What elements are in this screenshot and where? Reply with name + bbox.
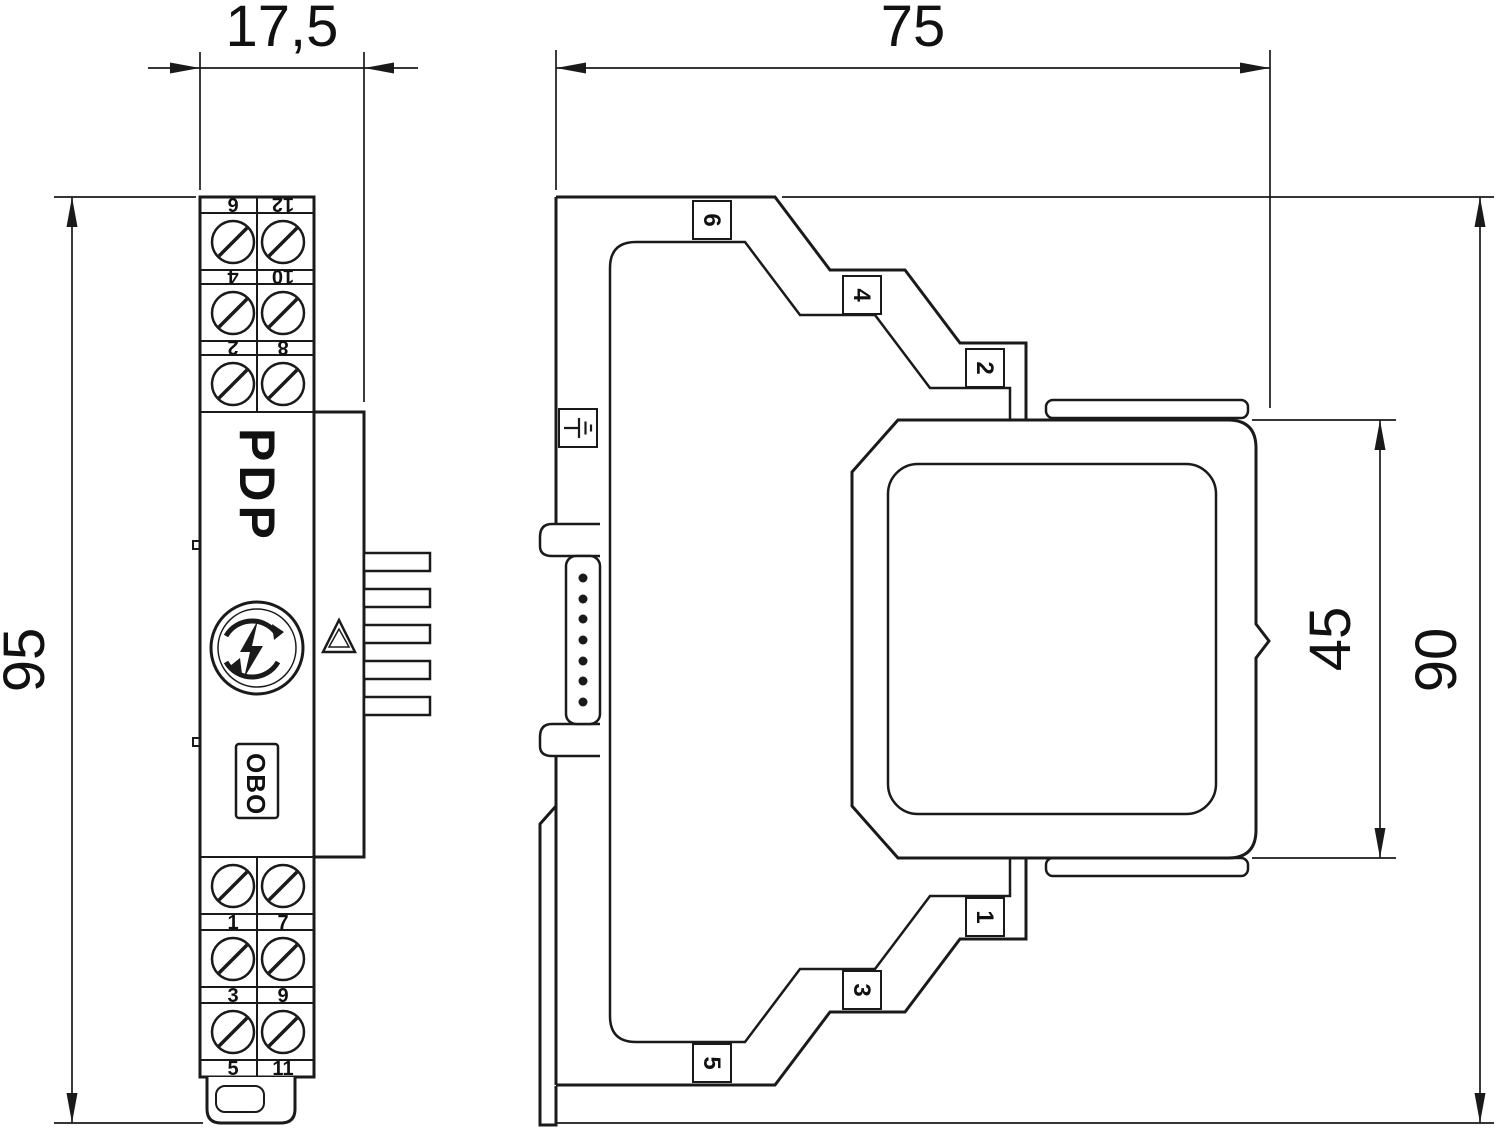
- arrowhead-icon: [1374, 420, 1386, 450]
- mounting-foot: [205, 1077, 297, 1125]
- dimension-side-width: 75: [555, 0, 1271, 408]
- arrowhead-icon: [1240, 62, 1270, 74]
- arrowhead-icon: [364, 62, 394, 74]
- terminal-screw-icon: [260, 936, 306, 982]
- terminal-label: 9: [277, 985, 288, 1007]
- arrowhead-icon: [66, 1093, 78, 1123]
- contact-strip-icon: [564, 554, 602, 726]
- side-terminal-label: 1: [971, 910, 998, 923]
- terminal-screw-icon: [210, 290, 256, 336]
- side-profile-top: [556, 195, 1028, 432]
- obo-logo-icon: [209, 600, 305, 696]
- plug-comb-icon: [362, 551, 432, 717]
- dimension-front-width: 17,5: [148, 0, 418, 402]
- terminal-screw-icon: [210, 936, 256, 982]
- terminal-label: 4: [227, 265, 239, 287]
- terminal-label: 8: [277, 336, 288, 358]
- arrowhead-icon: [556, 62, 586, 74]
- lightning-bolt-icon: [240, 620, 263, 678]
- plug-bottom-flange: [1044, 856, 1250, 878]
- extension-lines: [199, 52, 365, 402]
- edge-notches: [192, 540, 200, 747]
- plug-module: [850, 398, 1271, 878]
- terminal-screw-icon: [260, 863, 306, 909]
- terminal-label: 3: [227, 985, 238, 1007]
- terminal-screw-icon: [210, 1009, 256, 1055]
- product-label: PDP: [229, 428, 285, 543]
- arrowhead-icon: [1474, 1093, 1486, 1123]
- terminal-label: 7: [277, 912, 288, 934]
- earth-terminal-icon: [558, 408, 598, 448]
- din-clip-bottom-icon: [538, 722, 600, 758]
- dimension-value: 45: [1298, 607, 1363, 672]
- extension-lines: [556, 196, 1494, 1124]
- top-terminal-screws: [210, 219, 306, 407]
- top-terminal-labels: 6 12 4 10 2 8: [227, 193, 295, 358]
- plug-top-flange: [1044, 398, 1250, 420]
- arrowhead-icon: [1374, 828, 1386, 858]
- extension-lines: [54, 196, 203, 1124]
- side-inner-contour: [608, 240, 1012, 1044]
- side-terminal-label: 5: [698, 1056, 725, 1069]
- side-terminal-label: 6: [698, 213, 725, 226]
- extension-lines: [555, 50, 1271, 408]
- plug-module-outline: [850, 418, 1271, 860]
- arrowhead-icon: [66, 197, 78, 227]
- terminal-screw-icon: [210, 219, 256, 265]
- dimension-value: 75: [881, 0, 946, 59]
- front-view: 6 12 4 10 2 8 1 7 3 9 5 11: [192, 193, 432, 1125]
- dimension-value: 95: [0, 628, 57, 693]
- warning-triangle-icon: [320, 617, 358, 654]
- terminal-screw-icon: [210, 863, 256, 909]
- mounting-slot: [215, 1085, 265, 1113]
- side-terminal-label: 4: [848, 288, 875, 302]
- terminal-label: 2: [227, 336, 238, 358]
- side-profile-bottom: [556, 850, 1028, 1087]
- terminal-screw-icon: [260, 1009, 306, 1055]
- side-terminal-label: 2: [971, 361, 998, 374]
- terminal-screw-icon: [260, 361, 306, 407]
- din-clip-top-icon: [538, 522, 600, 558]
- terminal-screw-icon: [260, 290, 306, 336]
- terminal-label: 11: [272, 1058, 293, 1080]
- terminal-label: 6: [227, 193, 238, 215]
- dimension-side-height: 90: [556, 196, 1494, 1124]
- plug-module-face: [886, 462, 1218, 816]
- din-rail-foot: [538, 805, 558, 1127]
- brand-label: OBO: [241, 753, 271, 815]
- dimension-value: 90: [1404, 628, 1469, 693]
- side-view: 6 4 2 1 3 5: [538, 195, 1271, 1127]
- dimension-front-height: 95: [0, 196, 203, 1124]
- terminal-screw-icon: [260, 219, 306, 265]
- terminal-label: 5: [227, 1058, 238, 1080]
- terminal-label: 10: [272, 265, 294, 287]
- extension-lines: [1252, 419, 1396, 859]
- bottom-terminal-screws: [210, 863, 306, 1055]
- arrowhead-icon: [1474, 197, 1486, 227]
- dimension-plug-height: 45: [1252, 419, 1396, 859]
- side-terminal-label: 3: [848, 983, 875, 996]
- side-terminal-markers: 6 4 2 1 3 5: [558, 200, 1005, 1083]
- bottom-terminal-labels: 1 7 3 9 5 11: [227, 912, 293, 1080]
- terminal-screw-icon: [210, 361, 256, 407]
- terminal-label: 12: [272, 193, 294, 215]
- terminal-label: 1: [227, 912, 238, 934]
- brand-box: OBO: [234, 742, 280, 820]
- dimension-value: 17,5: [226, 0, 339, 59]
- arrowhead-icon: [170, 62, 200, 74]
